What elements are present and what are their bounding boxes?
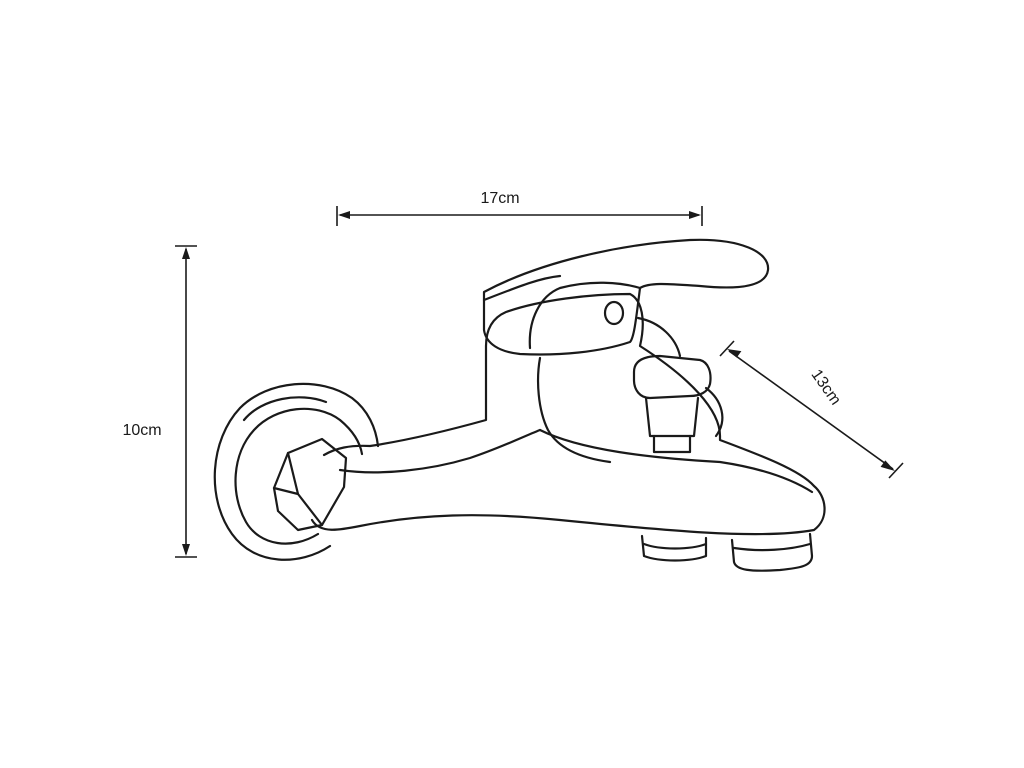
depth-arrow-top bbox=[727, 349, 742, 358]
valve-body-contour bbox=[536, 356, 612, 464]
diverter-housing-top bbox=[636, 316, 682, 358]
diverter-stem bbox=[644, 396, 700, 438]
faucet-body-outline bbox=[310, 292, 826, 536]
diverter-housing-side bbox=[704, 386, 724, 438]
diverter-cap bbox=[632, 354, 712, 400]
wall-flange bbox=[213, 382, 380, 561]
width-dimension: 17cm bbox=[336, 190, 703, 226]
diverter-base bbox=[652, 434, 692, 454]
shower-connector-thread bbox=[642, 542, 708, 550]
flange-outer-rim bbox=[213, 382, 380, 561]
height-dimension: 10cm bbox=[122, 245, 197, 558]
hex-nut-face-edge bbox=[286, 451, 300, 496]
depth-dimension-line bbox=[728, 350, 894, 470]
width-arrow-left bbox=[338, 211, 350, 219]
hex-nut-outline bbox=[272, 437, 348, 532]
height-label: 10cm bbox=[122, 422, 161, 439]
spout-outlet-rim bbox=[732, 542, 812, 552]
height-arrow-bottom bbox=[182, 544, 190, 556]
hex-nut bbox=[272, 437, 348, 532]
width-label: 17cm bbox=[480, 190, 519, 207]
lever-handle bbox=[482, 238, 770, 356]
shower-connector-outline bbox=[640, 534, 708, 562]
spout-outlet-outline bbox=[730, 532, 814, 572]
depth-extension-bottom bbox=[888, 462, 904, 479]
depth-arrow-bottom bbox=[880, 460, 895, 471]
diverter-knob bbox=[632, 316, 724, 454]
depth-dimension: 13cm bbox=[719, 340, 904, 479]
faucet-drawing bbox=[213, 238, 826, 572]
lever-handle-outline bbox=[482, 238, 770, 356]
lever-screw-icon bbox=[603, 300, 625, 326]
depth-label: 13cm bbox=[808, 367, 844, 409]
spout-outlet bbox=[730, 532, 814, 572]
width-arrow-right bbox=[689, 211, 701, 219]
arm-inner-contour bbox=[338, 428, 542, 474]
flange-inner-rim bbox=[234, 407, 364, 545]
spout-top-contour bbox=[538, 428, 814, 494]
depth-extension-top bbox=[719, 340, 735, 357]
lever-inner-curve bbox=[528, 281, 642, 350]
flange-edge-shade bbox=[242, 396, 328, 422]
height-arrow-top bbox=[182, 247, 190, 259]
shower-connector bbox=[640, 534, 708, 562]
lever-base-edge bbox=[482, 274, 562, 302]
